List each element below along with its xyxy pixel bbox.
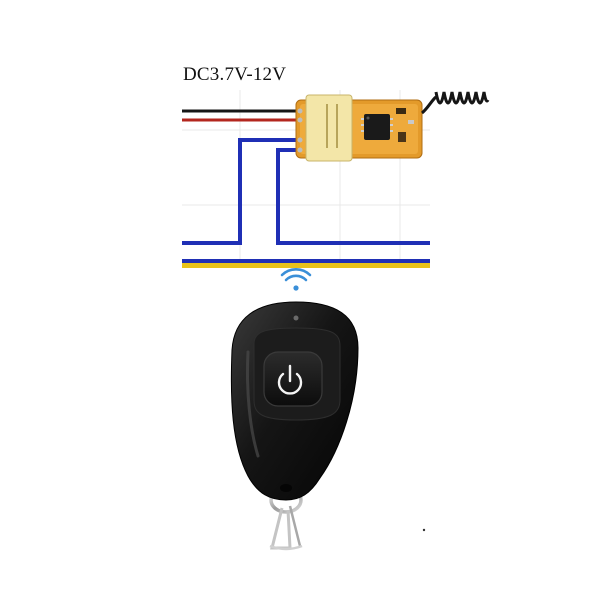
antenna-coil [420, 91, 490, 115]
key-hole [280, 484, 292, 492]
dust-speck [422, 528, 426, 532]
indicator-led [293, 315, 299, 321]
bus-bar [182, 259, 430, 268]
keyring [269, 486, 303, 551]
power-icon [277, 364, 303, 395]
receiver-board [295, 94, 423, 162]
remote-control [230, 301, 359, 551]
power-wires [182, 109, 296, 122]
output-wires [182, 138, 430, 245]
power-button[interactable] [263, 351, 323, 407]
voltage-label: DC3.7V-12V [183, 64, 287, 85]
wifi-signal-icon [280, 268, 312, 291]
